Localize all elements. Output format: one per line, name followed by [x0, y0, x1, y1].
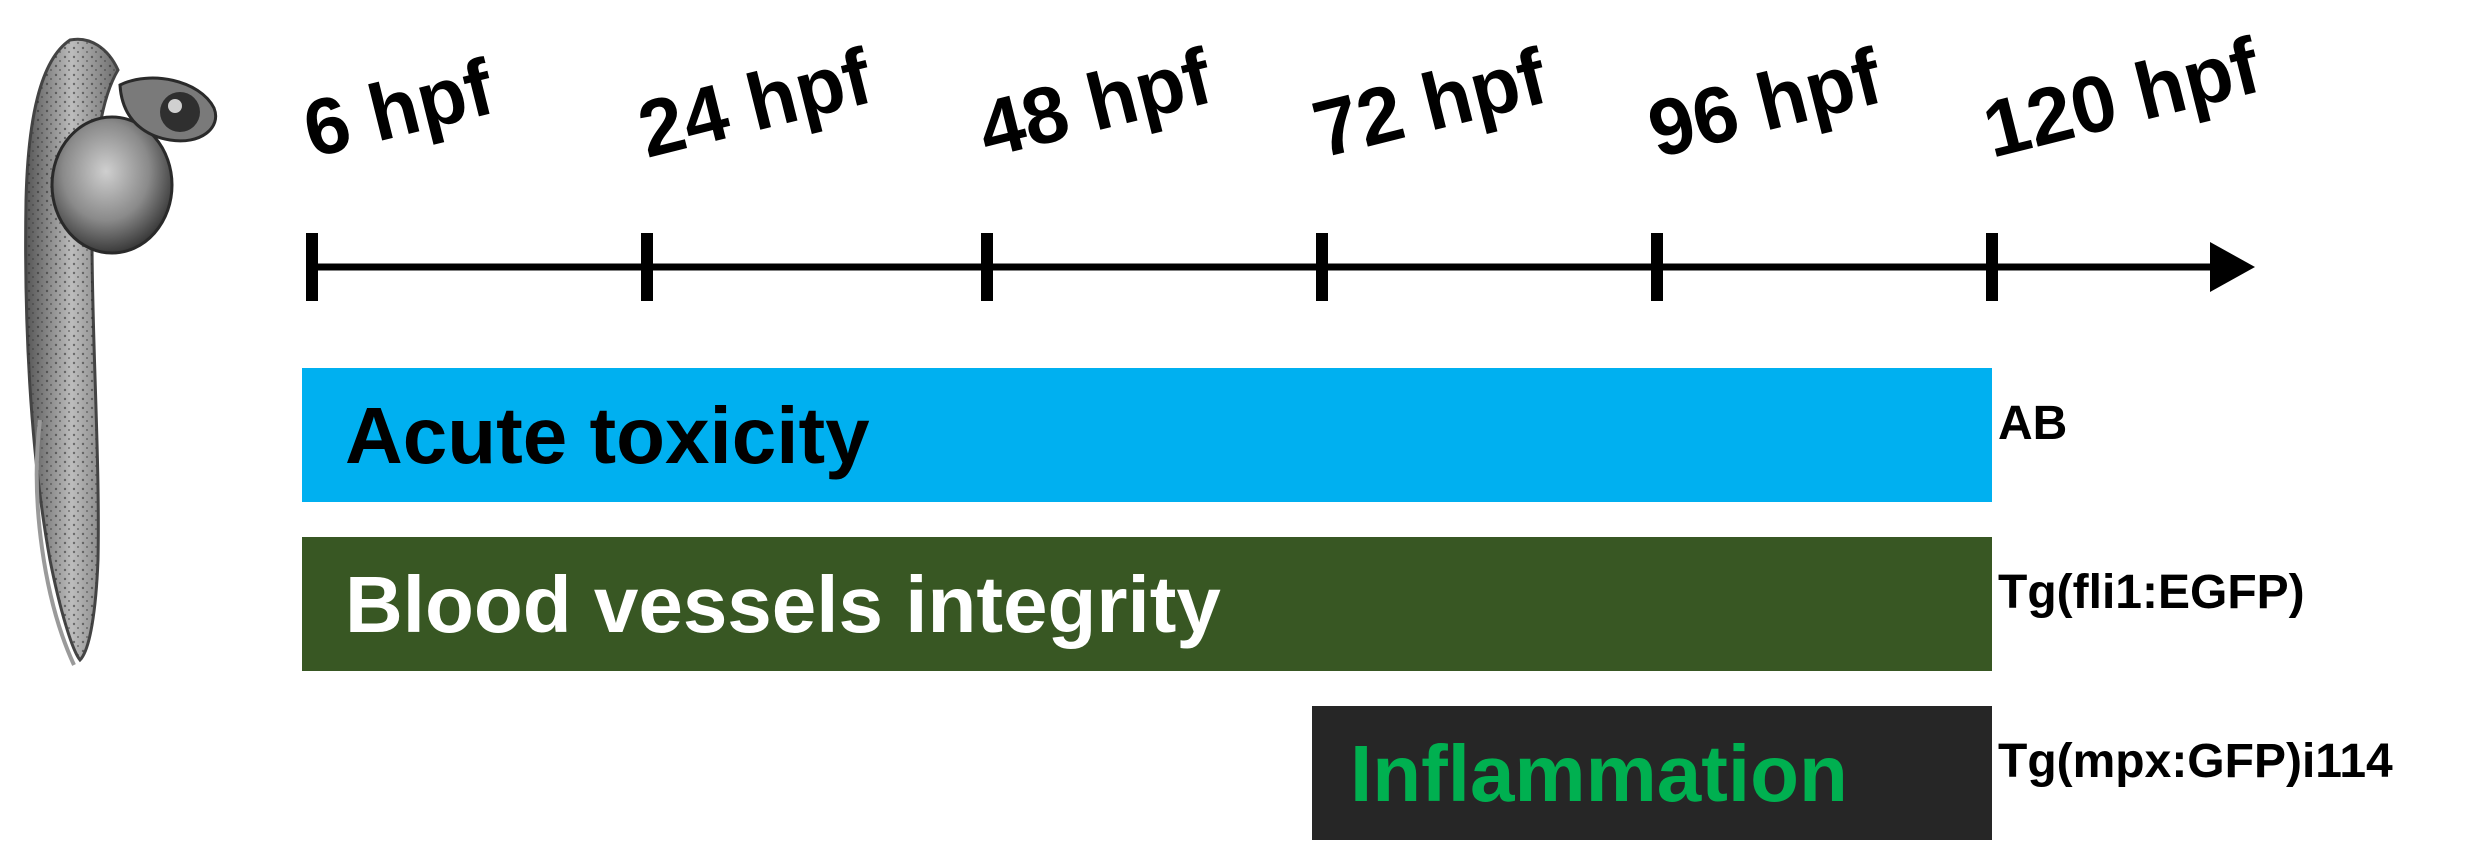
assay-bar-fill	[302, 368, 1992, 502]
assay-bar: Blood vessels integrity Tg(fli1:EGFP)	[302, 537, 2305, 671]
assay-bar: Acute toxicity AB	[302, 368, 2067, 502]
timeline-axis: 6 hpf 24 hpf 48 hpf 72 hpf 96 hpf 120 hpf	[295, 20, 2269, 301]
tick-label: 24 hpf	[630, 31, 880, 174]
zebrafish-embryo-icon	[24, 37, 218, 666]
timeline-arrowhead	[2210, 242, 2255, 292]
strain-label: Tg(fli1:EGFP)	[1998, 566, 2305, 619]
tick-label: 120 hpf	[1975, 20, 2269, 174]
tick-label: 48 hpf	[970, 31, 1220, 174]
tick-label: 72 hpf	[1305, 31, 1555, 174]
assay-bar-fill	[302, 537, 1992, 671]
strain-label: Tg(mpx:GFP)i114	[1998, 735, 2393, 788]
assay-bar: Inflammation Tg(mpx:GFP)i114	[1312, 706, 2393, 840]
tick-label: 6 hpf	[295, 42, 502, 175]
tick-label: 96 hpf	[1640, 31, 1890, 174]
assay-label: Acute toxicity	[345, 391, 870, 480]
assay-bar-fill	[1312, 706, 1992, 840]
strain-label: AB	[1998, 397, 2067, 450]
assay-label: Blood vessels integrity	[345, 560, 1221, 649]
assay-label: Inflammation	[1350, 729, 1848, 818]
